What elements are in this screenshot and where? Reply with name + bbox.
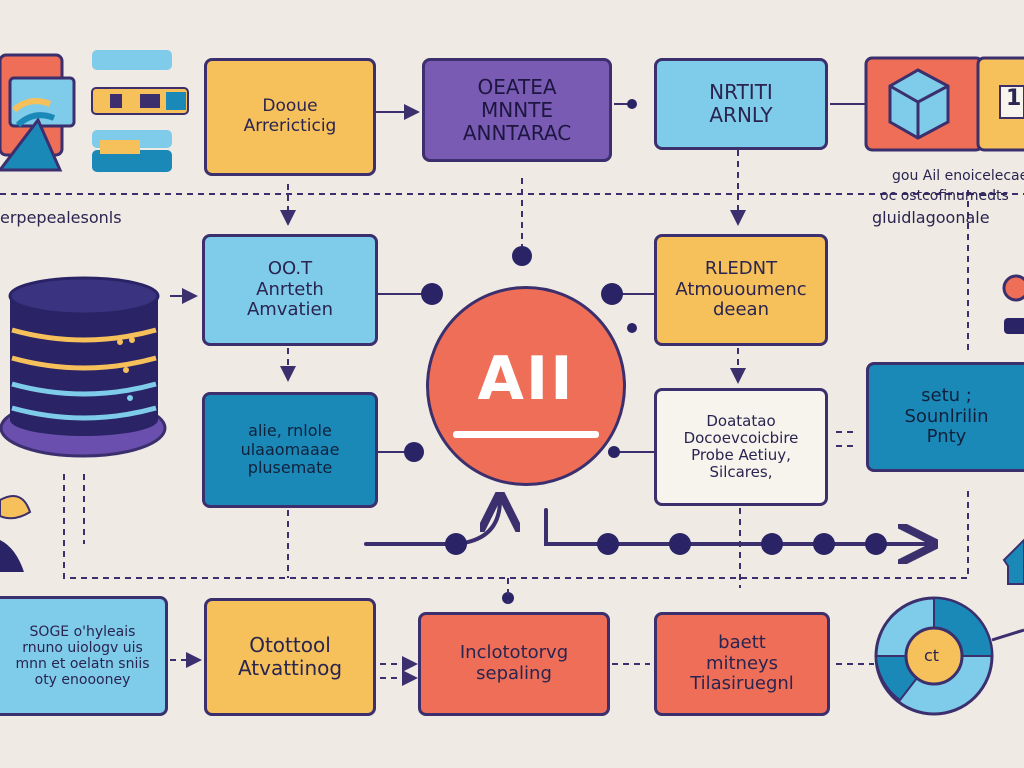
node-line: Arrericticig bbox=[243, 116, 337, 136]
node-line: Anrteth bbox=[256, 278, 324, 300]
node-line: ANNTARAC bbox=[462, 120, 572, 145]
node-line: mnn et oelatn sniis bbox=[15, 656, 150, 672]
left-caption: erpepealesonls bbox=[0, 208, 122, 227]
node-bottom-coral-right[interactable]: baett mitneys Tilasiruegnl bbox=[654, 612, 830, 716]
node-line: Doatatao bbox=[706, 411, 776, 430]
node-line: Atmououmenc bbox=[675, 278, 807, 300]
ai-hub-circle[interactable]: AII bbox=[426, 286, 626, 486]
node-line: mitneys bbox=[705, 652, 779, 674]
node-line: RLEDNT bbox=[704, 257, 778, 279]
node-line: Sounlrilin bbox=[904, 405, 989, 427]
node-line: rnuno uiologv uis bbox=[22, 639, 143, 656]
node-top-yellow[interactable]: Dooue Arrericticig bbox=[204, 58, 376, 176]
node-line: Docoevcoicbire bbox=[683, 428, 799, 447]
node-top-sky[interactable]: NRTITI ARNLY bbox=[654, 58, 828, 150]
node-white-right[interactable]: Doatatao Docoevcoicbire Probe Aetiuy, Si… bbox=[654, 388, 828, 506]
node-line: Amvatien bbox=[246, 299, 334, 321]
pie-chart-icon bbox=[874, 596, 1024, 716]
key-icon bbox=[1002, 274, 1024, 334]
node-mid-yellow[interactable]: RLEDNT Atmououmenc deean bbox=[654, 234, 828, 346]
node-line: ulaaomaaae bbox=[240, 439, 340, 459]
node-line: Atvattinog bbox=[237, 656, 343, 680]
node-bottom-yellow[interactable]: Otottool Atvattinog bbox=[204, 598, 376, 716]
node-line: oty enoooney bbox=[34, 672, 131, 689]
leaf-icon bbox=[0, 495, 32, 572]
node-line: deean bbox=[712, 299, 769, 321]
node-line: sepaling bbox=[476, 663, 552, 684]
node-line: plusemate bbox=[247, 458, 333, 478]
ai-hub-label: AII bbox=[477, 344, 575, 414]
node-line: baett bbox=[718, 631, 766, 653]
house-icon bbox=[1002, 538, 1024, 585]
node-line: OO.T bbox=[267, 257, 313, 279]
node-line: Probe Aetiuy, bbox=[691, 446, 791, 464]
node-line: Tilasiruegnl bbox=[690, 673, 794, 695]
document-stack-icon bbox=[0, 50, 189, 172]
node-line: Dooue bbox=[262, 96, 318, 117]
node-mid-sky[interactable]: OO.T Anrteth Amvatien bbox=[202, 234, 378, 346]
node-line: MNNTE bbox=[480, 97, 554, 122]
node-teal-right[interactable]: setu ; Sounlrilin Pnty bbox=[866, 362, 1024, 472]
node-line: Pnty bbox=[926, 426, 967, 448]
circle-label: ct bbox=[924, 646, 940, 665]
node-teal-left[interactable]: alie, rnlole ulaaomaaae plusemate bbox=[202, 392, 378, 508]
node-bottom-coral[interactable]: Inclototorvg sepaling bbox=[418, 612, 610, 716]
node-line: NRTITI bbox=[709, 80, 773, 104]
node-line: ARNLY bbox=[709, 103, 773, 127]
right-caption-3: gluidlagoonale bbox=[872, 208, 990, 227]
node-line: Otottool bbox=[249, 633, 331, 657]
node-bottom-sky[interactable]: SOGE o'hyleais rnuno uiologv uis mnn et … bbox=[0, 596, 168, 716]
node-line: Silcares, bbox=[709, 463, 773, 482]
node-line: setu ; bbox=[921, 384, 972, 406]
right-caption-1: gou Ail enoicelecae bbox=[892, 168, 1024, 184]
node-line: alie, rnlole bbox=[248, 421, 332, 441]
node-top-purple[interactable]: OEATEA MNNTE ANNTARAC bbox=[422, 58, 612, 162]
ai-hub-underline bbox=[453, 431, 599, 438]
node-line: OEATEA bbox=[477, 74, 557, 99]
node-line: SOGE o'hyleais bbox=[29, 623, 136, 640]
right-tab-number: 1 bbox=[1006, 86, 1022, 111]
right-caption-2: oc ostcofinumedts bbox=[880, 188, 1009, 204]
cube-icon bbox=[864, 56, 1024, 152]
database-icon bbox=[0, 276, 167, 458]
node-line: Inclototorvg bbox=[459, 642, 569, 664]
